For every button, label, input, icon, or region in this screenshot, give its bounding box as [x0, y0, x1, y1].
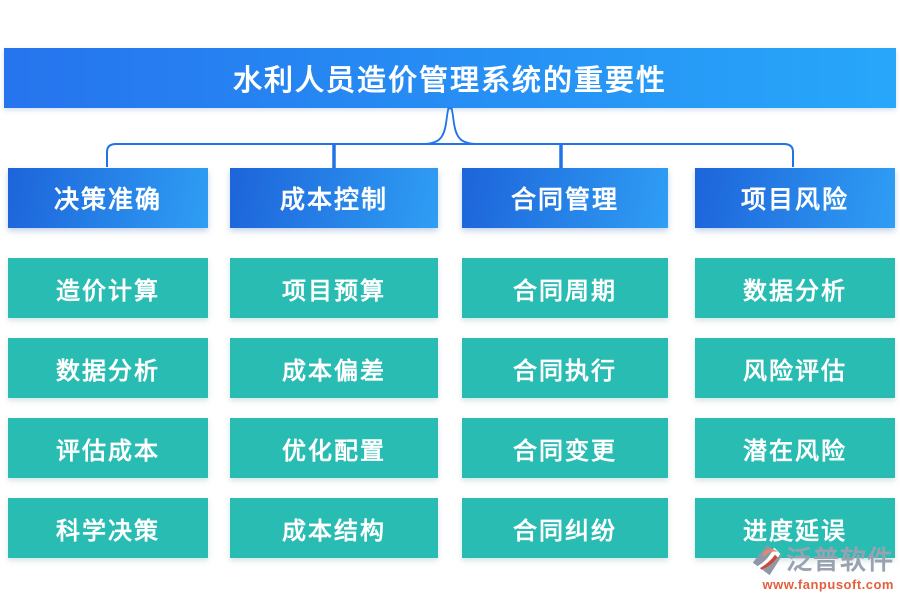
node-risk-4: 进度延误: [695, 498, 895, 558]
column-header-contract: 合同管理: [462, 168, 668, 228]
node-cost-1: 项目预算: [230, 258, 438, 318]
node-contract-1: 合同周期: [462, 258, 668, 318]
column-header-risk: 项目风险: [695, 168, 895, 228]
watermark: 泛普软件 www.fanpusoft.com: [751, 544, 894, 592]
column-cost: 成本控制 项目预算 成本偏差 优化配置 成本结构: [230, 168, 438, 578]
node-cost-3: 优化配置: [230, 418, 438, 478]
node-decision-2: 数据分析: [8, 338, 208, 398]
node-decision-3: 评估成本: [8, 418, 208, 478]
diagram-title: 水利人员造价管理系统的重要性: [232, 65, 667, 97]
node-cost-4: 成本结构: [230, 498, 438, 558]
column-header-cost: 成本控制: [230, 168, 438, 228]
node-contract-3: 合同变更: [462, 418, 668, 478]
connector-rail: [106, 143, 794, 167]
node-risk-1: 数据分析: [695, 258, 895, 318]
node-decision-1: 造价计算: [8, 258, 208, 318]
diagram-title-bar: 水利人员造价管理系统的重要性: [4, 48, 896, 108]
node-contract-2: 合同执行: [462, 338, 668, 398]
node-decision-4: 科学决策: [8, 498, 208, 558]
column-contract: 合同管理 合同周期 合同执行 合同变更 合同纠纷: [462, 168, 668, 578]
node-contract-4: 合同纠纷: [462, 498, 668, 558]
node-risk-3: 潜在风险: [695, 418, 895, 478]
node-risk-2: 风险评估: [695, 338, 895, 398]
node-cost-2: 成本偏差: [230, 338, 438, 398]
fanpu-logo-icon: [752, 544, 783, 576]
column-header-decision: 决策准确: [8, 168, 208, 228]
column-risk: 项目风险 数据分析 风险评估 潜在风险 进度延误: [695, 168, 895, 578]
column-decision: 决策准确 造价计算 数据分析 评估成本 科学决策: [8, 168, 208, 578]
watermark-url: www.fanpusoft.com: [762, 577, 894, 592]
connector-center-spike: [417, 107, 483, 145]
watermark-brand: 泛普软件: [785, 545, 894, 575]
